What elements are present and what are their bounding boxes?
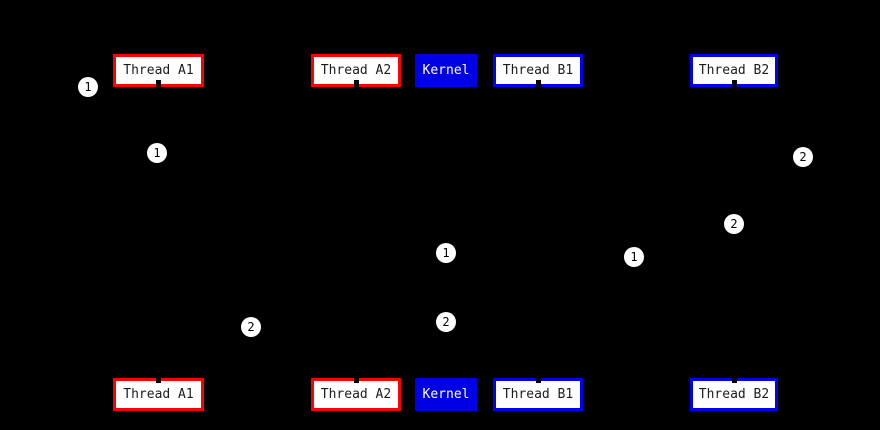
lifeline-stub-a1-bottom [156,374,161,383]
lifeline-stub-b2-top [732,80,737,89]
actor-box-kernel-bottom: Kernel [415,378,477,411]
step-marker: 2 [241,317,261,337]
step-marker: 2 [793,147,813,167]
lifeline-stub-a2-top [354,80,359,89]
actor-box-thread-a2-bottom: Thread A2 [311,378,401,411]
actor-box-kernel-top: Kernel [415,54,477,87]
step-marker: 2 [436,312,456,332]
step-marker: 1 [78,77,98,97]
step-marker: 1 [436,243,456,263]
step-marker: 2 [724,214,744,234]
step-marker: 1 [147,143,167,163]
lifeline-stub-b1-bottom [536,374,541,383]
lifeline-stub-b2-bottom [732,374,737,383]
lifeline-stub-b1-top [536,80,541,89]
step-marker: 1 [624,247,644,267]
lifeline-stub-a1-top [156,80,161,89]
lifeline-stub-a2-bottom [354,374,359,383]
